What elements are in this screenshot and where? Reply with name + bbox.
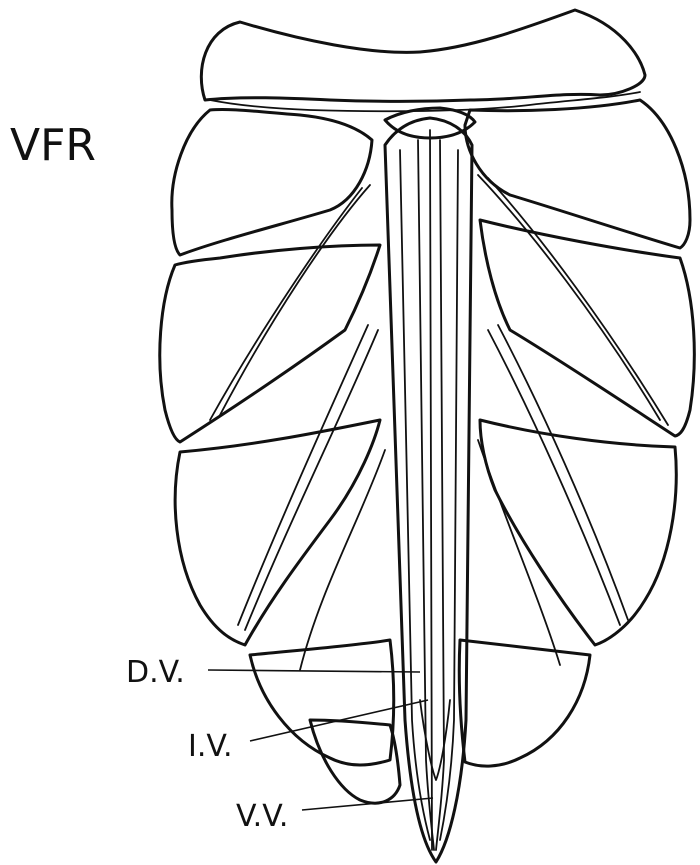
right-wedge-lower-2	[498, 325, 628, 620]
left-scale-upper	[172, 109, 372, 255]
leader-vv	[302, 798, 433, 810]
left-scale-lower	[175, 420, 380, 645]
right-scale-middle	[480, 220, 694, 436]
left-wedge-lower-2	[238, 325, 368, 625]
left-wedge-lower	[245, 330, 378, 630]
right-wedge-lower-3	[478, 440, 560, 665]
leader-iv	[250, 700, 428, 741]
right-wedge-upper	[478, 175, 660, 420]
right-scale-lower	[480, 420, 676, 645]
label-vv: V.V.	[236, 799, 288, 834]
label-dv: D.V.	[126, 655, 185, 690]
figure-title: VFR	[10, 120, 96, 171]
label-iv: I.V.	[188, 729, 233, 764]
central-spine-core	[430, 130, 432, 850]
right-scale-bottom	[459, 640, 590, 766]
left-scale-bottom	[250, 640, 394, 765]
right-wedge-lower	[488, 330, 620, 625]
left-scale-middle	[160, 245, 380, 442]
leader-dv	[208, 670, 420, 672]
top-cap-scale	[201, 10, 645, 102]
central-spine-mid-right	[436, 140, 444, 850]
left-wedge-lower-3	[300, 450, 385, 670]
